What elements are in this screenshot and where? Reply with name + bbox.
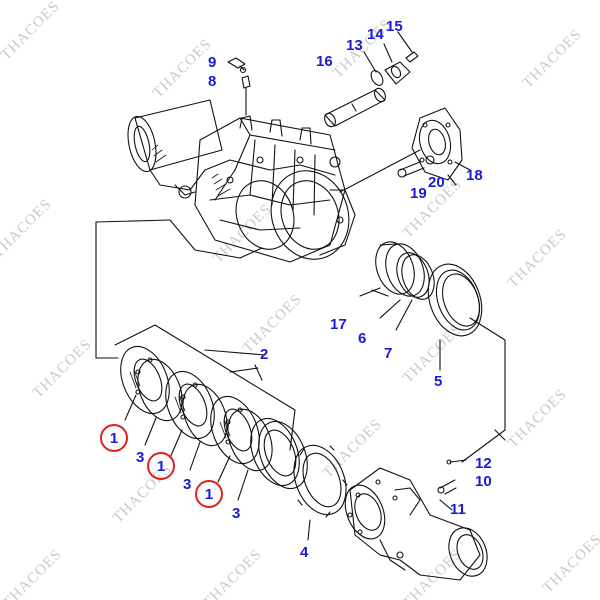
callout-5: 5: [434, 373, 443, 390]
callout-10: 10: [475, 473, 492, 490]
large-ring-gear: [427, 263, 506, 463]
callout-19: 19: [410, 185, 427, 202]
callout-16: 16: [316, 53, 333, 70]
callout-1-highlight: 1: [147, 452, 175, 480]
callout-13: 13: [346, 37, 363, 54]
cap-assembly: [363, 31, 419, 86]
ring-set: [359, 241, 435, 331]
callout-14: 14: [367, 26, 384, 43]
axle-hub: [344, 459, 488, 581]
callout-1: 1: [156, 457, 166, 475]
callout-7: 7: [384, 345, 393, 362]
breather-part: [227, 57, 251, 116]
callout-6: 6: [358, 330, 367, 347]
callout-3: 3: [136, 449, 145, 466]
callout-11: 11: [450, 501, 466, 518]
callout-17: 17: [330, 316, 347, 333]
callout-18: 18: [466, 167, 483, 184]
callout-1-highlight: 1: [195, 480, 223, 508]
callout-4: 4: [300, 544, 309, 561]
callout-8: 8: [208, 73, 217, 90]
callout-3: 3: [183, 476, 192, 493]
pin-part: [324, 87, 386, 128]
cover-plate: [339, 107, 471, 193]
callout-15: 15: [386, 18, 403, 35]
flange-ring: [293, 444, 348, 541]
clutch-plate-stack: [114, 324, 308, 501]
callout-9: 9: [208, 54, 217, 71]
callout-12: 12: [475, 455, 492, 472]
callout-1-highlight: 1: [100, 424, 128, 452]
callout-1: 1: [109, 429, 119, 447]
callout-20: 20: [428, 174, 445, 191]
callout-1: 1: [204, 485, 214, 503]
callout-2: 2: [260, 346, 269, 363]
axle-housing: [127, 99, 356, 263]
callout-3: 3: [232, 505, 241, 522]
leader-line: [95, 219, 171, 359]
